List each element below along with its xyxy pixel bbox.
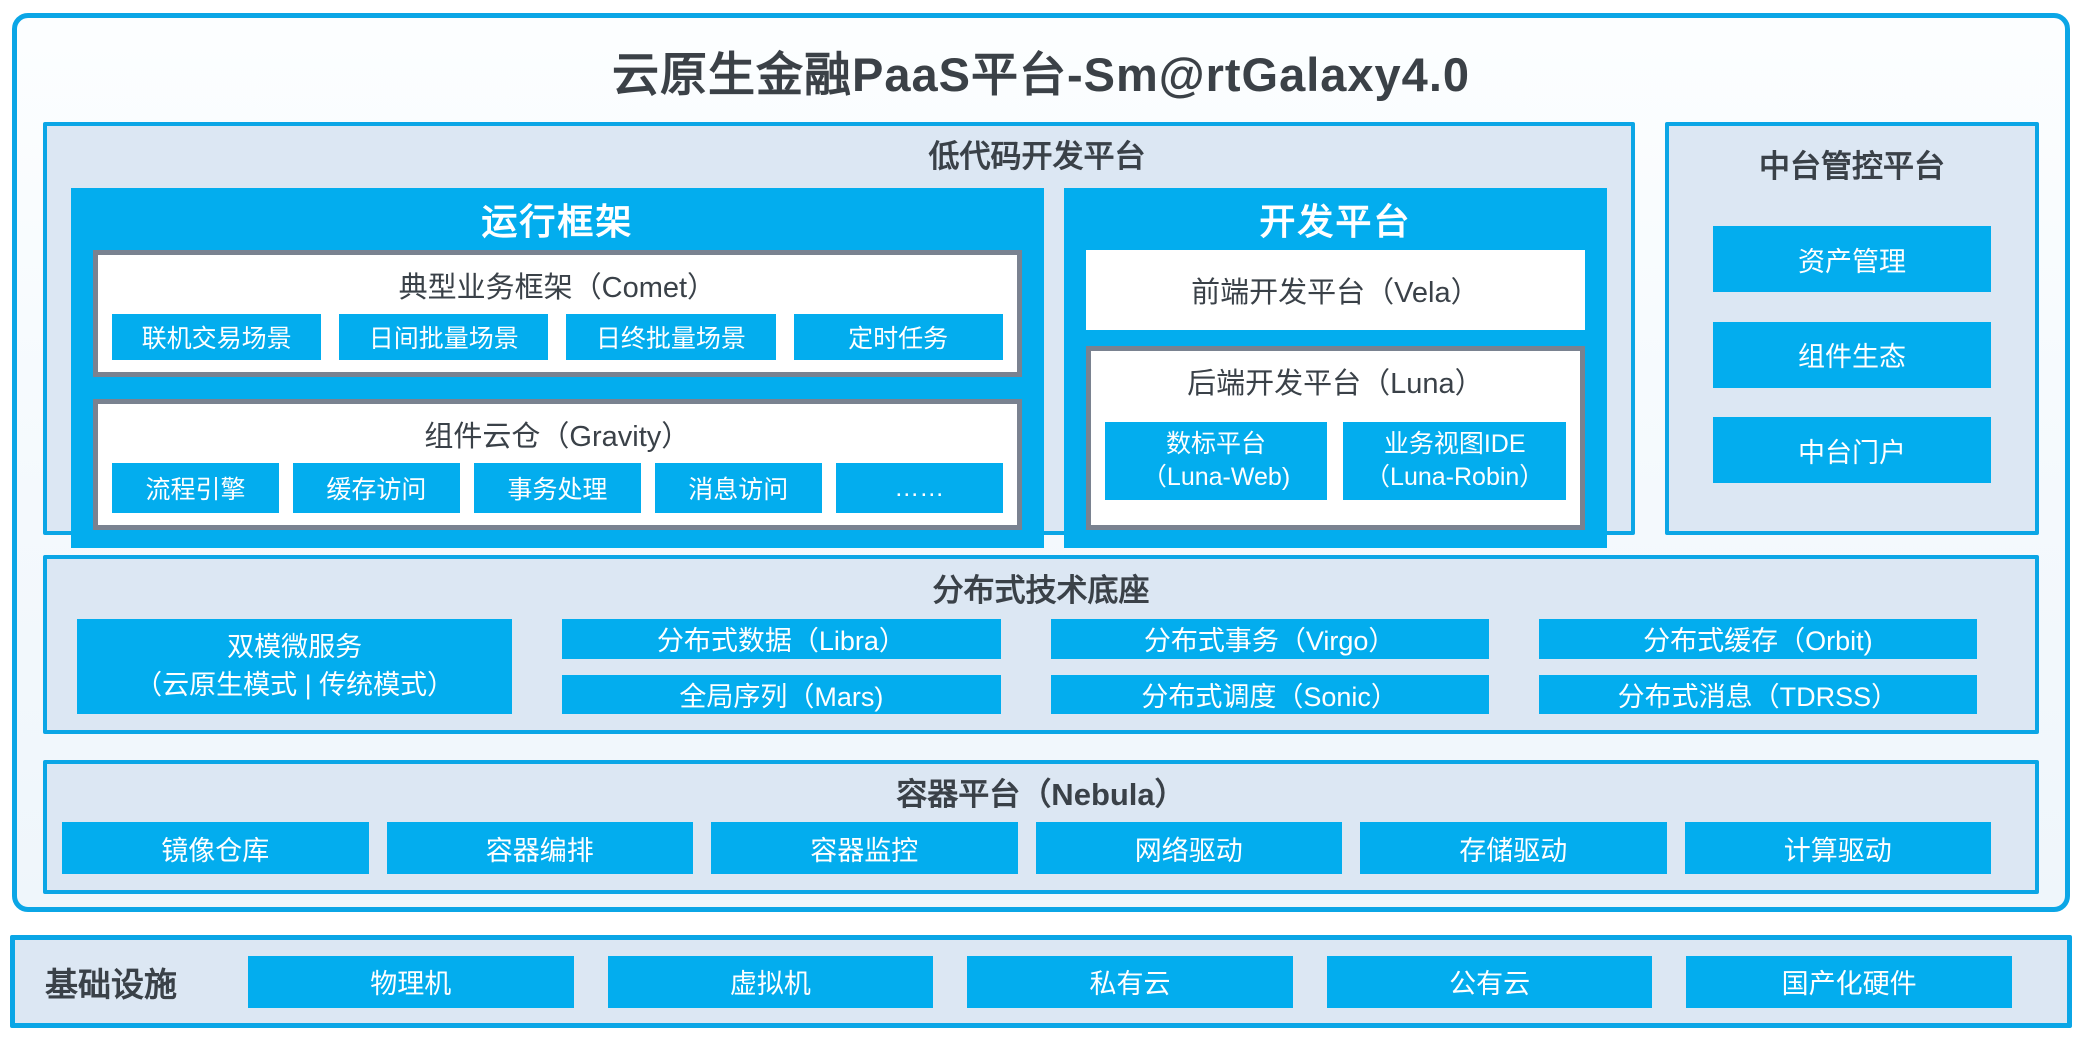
item-distributed-scheduling-sonic: 分布式调度（Sonic） (1050, 674, 1489, 714)
item-private-cloud: 私有云 (967, 955, 1293, 1008)
luna-group: 后端开发平台（Luna） 数标平台 （Luna-Web) 业务视图IDE （Lu… (1085, 346, 1585, 530)
item-distributed-cache-orbit: 分布式缓存（Orbit) (1538, 619, 1977, 659)
comet-group-heading: 典型业务框架（Comet） (398, 272, 717, 304)
item-storage-driver: 存储驱动 (1360, 822, 1667, 874)
distributed-items: 双模微服务 （云原生模式 | 传统模式） 分布式数据（Libra） 分布式事务（… (47, 617, 2035, 730)
runtime-framework-box: 运行框架 典型业务框架（Comet） 联机交易场景 日间批量场景 日终批量场景 … (71, 188, 1044, 548)
item-scheduled-task: 定时任务 (793, 314, 1003, 360)
luna-group-heading: 后端开发平台（Luna） (1187, 368, 1484, 400)
item-online-trading: 联机交易场景 (112, 314, 322, 360)
item-public-cloud: 公有云 (1326, 955, 1653, 1008)
item-eod-batch: 日终批量场景 (566, 314, 776, 360)
container-platform-panel: 容器平台（Nebula） 镜像仓库 容器编排 容器监控 网络驱动 存储驱动 计算… (43, 760, 2039, 894)
item-message-access: 消息访问 (654, 463, 822, 513)
item-mid-platform-portal: 中台门户 (1713, 417, 1991, 483)
item-container-orchestration: 容器编排 (386, 822, 693, 874)
item-cache-access: 缓存访问 (292, 463, 460, 513)
lowcode-platform-panel: 低代码开发平台 运行框架 典型业务框架（Comet） 联机交易场景 日间批量场景… (43, 122, 1635, 548)
dev-platform-box: 开发平台 前端开发平台（Vela） 后端开发平台（Luna） 数标平台 （Lun… (1063, 188, 1607, 548)
gravity-group-heading: 组件云仓（Gravity） (424, 421, 691, 453)
item-virtual-machine: 虚拟机 (607, 955, 934, 1008)
dev-platform-heading: 开发平台 (1259, 201, 1412, 242)
infrastructure-items: 物理机 虚拟机 私有云 公有云 国产化硬件 (248, 955, 2012, 1008)
item-distributed-message-tdrss: 分布式消息（TDRSS） (1538, 674, 1977, 714)
gravity-group: 组件云仓（Gravity） 流程引擎 缓存访问 事务处理 消息访问 …… (93, 399, 1022, 530)
item-compute-driver: 计算驱动 (1684, 822, 1991, 874)
item-physical-machine: 物理机 (248, 955, 574, 1008)
architecture-diagram: 云原生金融PaaS平台-Sm@rtGalaxy4.0 低代码开发平台 运行框架 … (12, 13, 2070, 912)
comet-items: 联机交易场景 日间批量场景 日终批量场景 定时任务 (98, 310, 1017, 372)
item-global-sequence-mars: 全局序列（Mars) (562, 674, 1001, 714)
gravity-items: 流程引擎 缓存访问 事务处理 消息访问 …… (98, 459, 1017, 525)
item-distributed-transaction-virgo: 分布式事务（Virgo） (1050, 619, 1489, 659)
item-luna-robin-line2: （Luna-Robin） (1365, 462, 1545, 491)
item-daytime-batch: 日间批量场景 (339, 314, 549, 360)
infrastructure-panel: 基础设施 物理机 虚拟机 私有云 公有云 国产化硬件 (10, 935, 2072, 1028)
mid-platform-heading: 中台管控平台 (1759, 149, 1945, 184)
item-luna-web-line1: 数标平台 (1166, 430, 1267, 458)
item-network-driver: 网络驱动 (1035, 822, 1342, 874)
item-asset-management: 资产管理 (1713, 226, 1991, 292)
item-container-monitoring: 容器监控 (711, 822, 1018, 874)
item-image-registry: 镜像仓库 (62, 822, 369, 874)
item-distributed-data-libra: 分布式数据（Libra） (562, 619, 1001, 659)
runtime-framework-heading: 运行框架 (481, 201, 634, 242)
item-dual-mode-microservice: 双模微服务 （云原生模式 | 传统模式） (77, 619, 513, 714)
page-title: 云原生金融PaaS平台-Sm@rtGalaxy4.0 (611, 47, 1471, 101)
item-luna-web: 数标平台 （Luna-Web) (1104, 421, 1328, 500)
distributed-base-panel: 分布式技术底座 双模微服务 （云原生模式 | 传统模式） 分布式数据（Libra… (43, 555, 2039, 734)
item-luna-web-line2: （Luna-Web) (1141, 462, 1291, 491)
container-platform-heading: 容器平台（Nebula） (896, 777, 1186, 812)
lowcode-platform-heading: 低代码开发平台 (928, 139, 1146, 174)
distributed-base-heading: 分布式技术底座 (932, 573, 1150, 608)
item-ellipsis: …… (835, 463, 1003, 513)
item-luna-robin-line1: 业务视图IDE (1383, 430, 1526, 458)
top-row: 低代码开发平台 运行框架 典型业务框架（Comet） 联机交易场景 日间批量场景… (43, 122, 2039, 548)
comet-group: 典型业务框架（Comet） 联机交易场景 日间批量场景 日终批量场景 定时任务 (93, 250, 1022, 377)
luna-items: 数标平台 （Luna-Web) 业务视图IDE （Luna-Robin） (1091, 406, 1580, 525)
container-platform-items: 镜像仓库 容器编排 容器监控 网络驱动 存储驱动 计算驱动 (47, 820, 2035, 890)
mid-platform-items: 资产管理 组件生态 中台门户 (1669, 200, 2035, 531)
item-dual-mode-line2: （云原生模式 | 传统模式） (135, 669, 455, 700)
item-luna-robin: 业务视图IDE （Luna-Robin） (1343, 421, 1567, 500)
item-domestic-hardware: 国产化硬件 (1686, 955, 2012, 1008)
mid-platform-panel: 中台管控平台 资产管理 组件生态 中台门户 (1665, 122, 2039, 535)
vela-frontend-box: 前端开发平台（Vela） (1085, 250, 1585, 330)
item-process-engine: 流程引擎 (112, 463, 279, 513)
item-component-ecosystem: 组件生态 (1713, 321, 1991, 388)
item-transaction-processing: 事务处理 (473, 463, 641, 513)
item-dual-mode-line1: 双模微服务 (227, 631, 363, 662)
infrastructure-heading: 基础设施 (45, 965, 177, 1003)
lowcode-content: 运行框架 典型业务框架（Comet） 联机交易场景 日间批量场景 日终批量场景 … (47, 188, 1631, 564)
